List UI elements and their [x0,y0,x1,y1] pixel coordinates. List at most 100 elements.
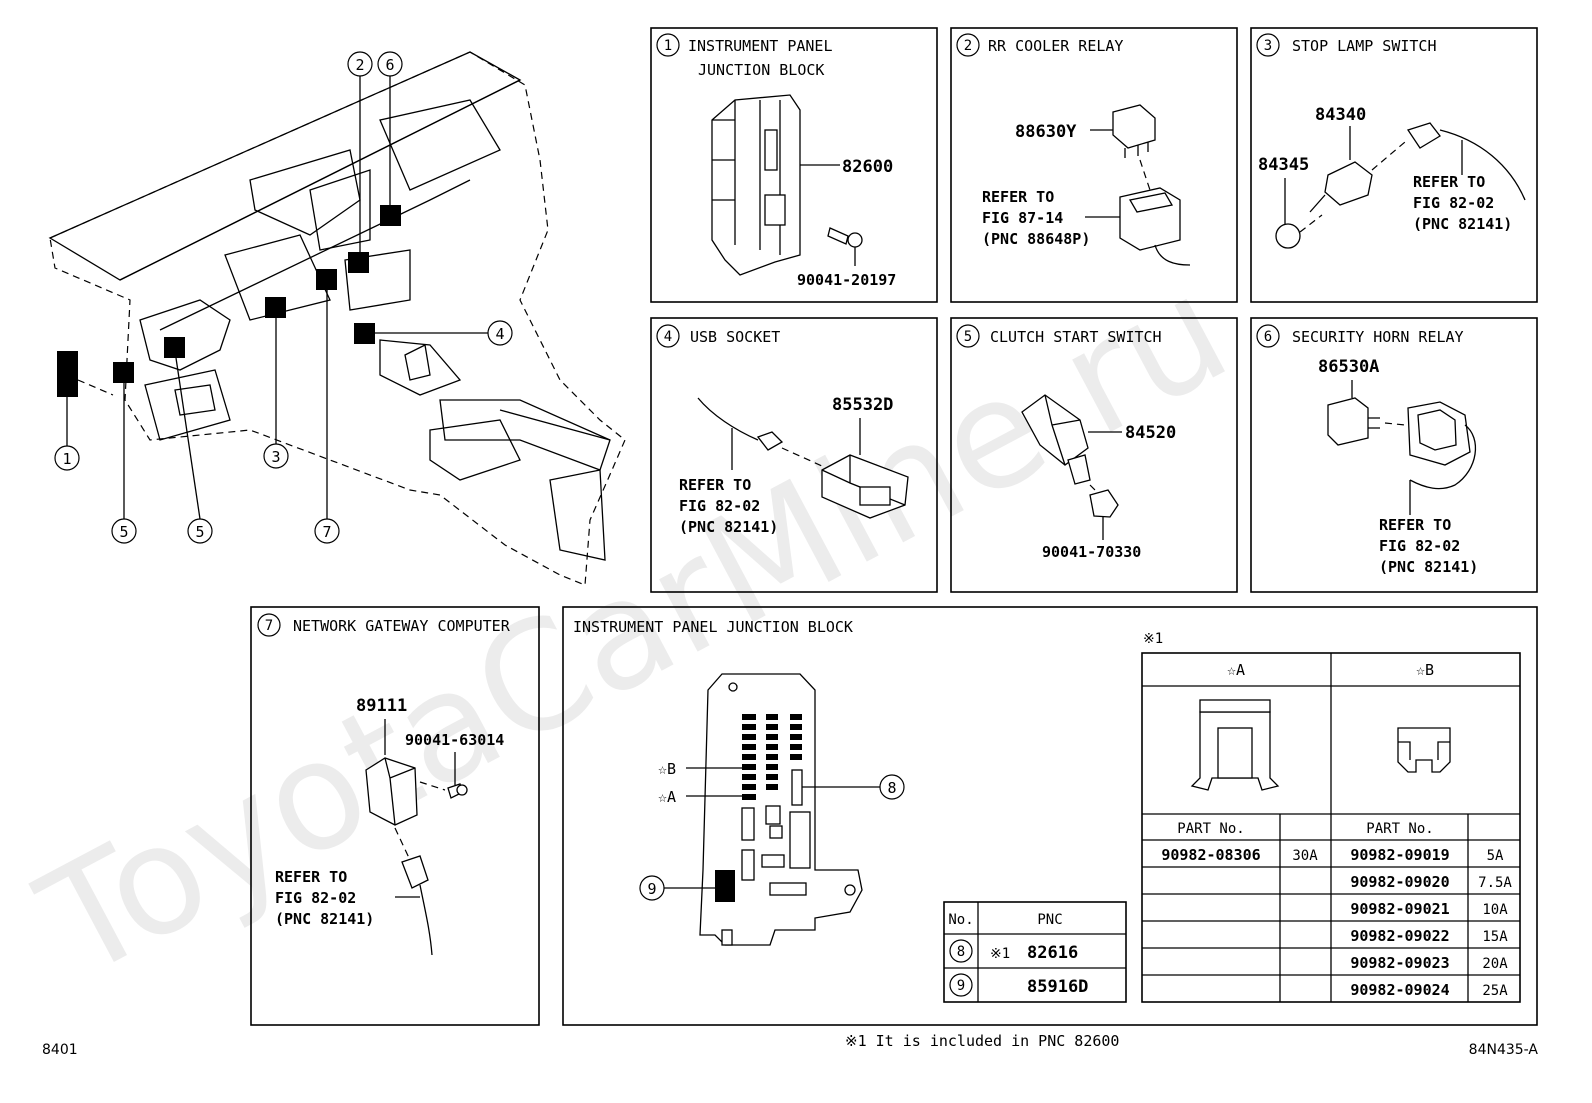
svg-text:(PNC 82141): (PNC 82141) [1413,215,1512,233]
svg-text:REFER TO: REFER TO [275,868,347,886]
svg-text:FIG 87-14: FIG 87-14 [982,209,1063,227]
svg-text:FIG 82-02: FIG 82-02 [1413,194,1494,212]
fuse-table: ※1 ☆A ☆B PART No. PART No. 90982-0 [1141,631,1521,1003]
panel-security-horn-relay: 6 SECURITY HORN RELAY 86530A REFER TO FI… [1250,317,1538,593]
panel-clutch-start-switch: 5 CLUTCH START SWITCH 84520 90041-70330 [950,317,1238,593]
svg-text:7: 7 [322,523,331,541]
svg-text:1: 1 [664,38,672,54]
svg-text:3: 3 [271,448,280,466]
panel-rr-cooler-relay: 2 RR COOLER RELAY 88630Y REFER TO FIG 87… [950,27,1238,303]
marker-5a [113,362,134,383]
svg-text:2: 2 [964,38,972,54]
panel-usb-socket: 4 USB SOCKET 85532D REFER TO FIG 82-02 (… [650,317,938,593]
pnc-table: No. PNC 8 ※1 82616 9 85916D [943,901,1127,1003]
svg-text:10A: 10A [1482,902,1508,918]
overview-leaders [66,76,488,520]
marker-2 [348,252,369,273]
svg-text:84340: 84340 [1315,105,1366,125]
svg-text:9: 9 [957,978,965,994]
svg-text:25A: 25A [1482,983,1508,999]
marker-3 [265,297,286,318]
svg-text:FIG 82-02: FIG 82-02 [275,889,356,907]
svg-text:※1: ※1 [990,946,1010,962]
panel-network-gateway-computer: 7 NETWORK GATEWAY COMPUTER 89111 90041-6… [250,606,540,1026]
svg-text:15A: 15A [1482,929,1508,945]
svg-text:90982-09024: 90982-09024 [1350,981,1449,999]
figure-code: 84N435-A [1469,1042,1539,1058]
marker-7 [316,269,337,290]
marker-5b [164,337,185,358]
svg-text:INSTRUMENT PANEL: INSTRUMENT PANEL [688,37,833,55]
svg-text:6: 6 [385,56,394,74]
svg-text:5A: 5A [1487,848,1504,864]
footer-note: ※1 It is included in PNC 82600 [845,1032,1119,1050]
svg-text:5: 5 [195,523,204,541]
svg-text:SECURITY HORN RELAY: SECURITY HORN RELAY [1292,328,1464,346]
svg-text:8: 8 [957,944,965,960]
svg-text:1: 1 [62,450,71,468]
svg-text:90982-09022: 90982-09022 [1350,927,1449,945]
svg-text:90982-09019: 90982-09019 [1350,846,1449,864]
svg-text:7: 7 [265,618,273,634]
svg-text:90041-63014: 90041-63014 [405,731,504,749]
svg-text:FIG 82-02: FIG 82-02 [1379,537,1460,555]
svg-text:82616: 82616 [1027,943,1078,963]
svg-text:(PNC 82141): (PNC 82141) [1379,558,1478,576]
svg-text:82600: 82600 [842,157,893,177]
panel-junction-block-detail: INSTRUMENT PANEL JUNCTION BLOCK ☆B ☆A [562,606,1538,1026]
svg-text:84345: 84345 [1258,155,1309,175]
svg-text:No.: No. [948,912,973,928]
svg-text:90982-08306: 90982-08306 [1161,846,1260,864]
overview-callouts: 1 5 5 3 7 4 2 6 [54,51,513,544]
marker-9 [715,870,735,902]
svg-text:INSTRUMENT PANEL JUNCTION BLOC: INSTRUMENT PANEL JUNCTION BLOCK [573,618,853,636]
svg-text:4: 4 [664,329,672,345]
svg-text:(PNC 88648P): (PNC 88648P) [982,230,1090,248]
marker-1 [57,351,78,397]
svg-text:CLUTCH START SWITCH: CLUTCH START SWITCH [990,328,1162,346]
svg-text:USB SOCKET: USB SOCKET [690,328,780,346]
svg-text:3: 3 [1264,38,1272,54]
svg-text:REFER TO: REFER TO [1379,516,1451,534]
marker-4 [354,323,375,344]
svg-text:☆A: ☆A [1227,661,1245,679]
svg-text:90982-09023: 90982-09023 [1350,954,1449,972]
svg-text:JUNCTION BLOCK: JUNCTION BLOCK [698,61,824,79]
svg-text:5: 5 [119,523,128,541]
svg-text:89111: 89111 [356,696,407,716]
svg-text:90982-09021: 90982-09021 [1350,900,1449,918]
svg-text:2: 2 [355,56,364,74]
svg-text:(PNC 82141): (PNC 82141) [679,518,778,536]
panel-stop-lamp-switch: 3 STOP LAMP SWITCH 84340 84345 REFER TO … [1250,27,1538,303]
svg-text:FIG 82-02: FIG 82-02 [679,497,760,515]
svg-text:STOP LAMP SWITCH: STOP LAMP SWITCH [1292,37,1437,55]
svg-text:※1: ※1 [1143,631,1163,647]
svg-text:85916D: 85916D [1027,977,1088,997]
svg-text:4: 4 [495,325,504,343]
svg-text:5: 5 [964,329,972,345]
svg-text:PART No.: PART No. [1366,821,1433,837]
svg-text:85532D: 85532D [832,395,893,415]
svg-text:PART No.: PART No. [1177,821,1244,837]
svg-text:☆B: ☆B [658,760,676,778]
svg-text:☆B: ☆B [1416,661,1434,679]
svg-text:REFER TO: REFER TO [679,476,751,494]
svg-text:88630Y: 88630Y [1015,122,1077,142]
svg-text:(PNC 82141): (PNC 82141) [275,910,374,928]
svg-text:9: 9 [647,880,656,898]
svg-text:90041-70330: 90041-70330 [1042,543,1141,561]
svg-text:☆A: ☆A [658,788,676,806]
svg-text:90982-09020: 90982-09020 [1350,873,1449,891]
svg-text:REFER TO: REFER TO [982,188,1054,206]
svg-text:7.5A: 7.5A [1478,875,1512,891]
panel-instrument-panel-junction-block: 1 INSTRUMENT PANEL JUNCTION BLOCK 82600 … [650,27,938,303]
svg-text:RR COOLER RELAY: RR COOLER RELAY [988,37,1123,55]
svg-text:86530A: 86530A [1318,357,1379,377]
svg-text:NETWORK GATEWAY COMPUTER: NETWORK GATEWAY COMPUTER [293,617,511,635]
svg-text:30A: 30A [1292,848,1318,864]
marker-6 [380,205,401,226]
svg-text:6: 6 [1264,329,1272,345]
dashboard-overview [48,51,626,586]
fuse-slots [742,714,802,800]
